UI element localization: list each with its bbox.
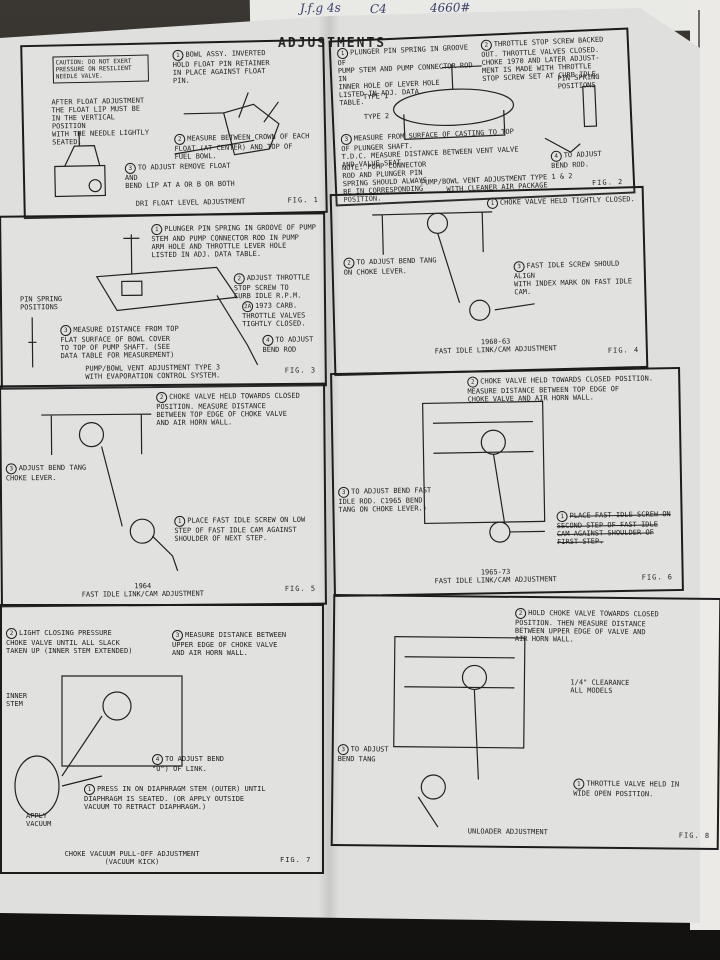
instruction-sheet [0,8,700,923]
fig3-pin-label: PIN SPRING POSITIONS [19,295,63,312]
page-heading: ADJUSTMENTS [278,36,387,51]
fig6-label: FIG. 6 [641,573,674,582]
fig2-pin-label: PIN SPRING POSITIONS [557,72,600,91]
fig1-label: FIG. 1 [287,195,319,205]
fig8-diagram [393,636,526,828]
fig7-inner-stem: INNER STEM [6,692,28,708]
fig8-clearance: 1/4" CLEARANCE ALL MODELS [570,678,630,695]
fig7-diagram [14,675,183,817]
fig7-label: FIG. 7 [280,856,312,864]
fig1-caution: CAUTION: DO NOT EXERT PRESSURE ON RESILI… [52,54,150,84]
fig5-caption: 1964 FAST IDLE LINK/CAM ADJUSTMENT [81,582,205,599]
fig2-type1: TYPE 1 [362,92,389,102]
fig3-caption: PUMP/BOWL VENT ADJUSTMENT TYPE 3 WITH EV… [85,363,221,381]
handwriting-mid: C4 [369,1,387,17]
fig4-label: FIG. 4 [607,346,640,355]
fig3-diagram [28,234,259,368]
fig7-caption: CHOKE VACUUM PULL-OFF ADJUSTMENT (VACUUM… [64,850,200,866]
fig8-label: FIG. 8 [678,831,711,840]
fig1-diagram [54,92,280,198]
fig3-label: FIG. 3 [284,366,317,375]
fig7-apply-vacuum: APPLY VACUUM [26,812,52,828]
fig1-panel: CAUTION: DO NOT EXERT PRESSURE ON RESILI… [20,38,328,220]
fig2-type2: TYPE 2 [363,112,390,122]
fig4-diagram [372,211,535,321]
handwriting-left: J.f.g 4s [299,0,341,16]
fig8-caption: UNLOADER ADJUSTMENT [467,827,548,837]
fig5-diagram [41,413,179,572]
fig6-diagram [422,400,546,543]
fig2-diagram [392,64,598,153]
fig5-label: FIG. 5 [284,584,317,593]
fig6-caption: 1965-73 FAST IDLE LINK/CAM ADJUSTMENT [434,567,557,586]
fig1-intro: AFTER FLOAT ADJUSTMENT THE FLOAT LIP MUS… [51,96,150,147]
